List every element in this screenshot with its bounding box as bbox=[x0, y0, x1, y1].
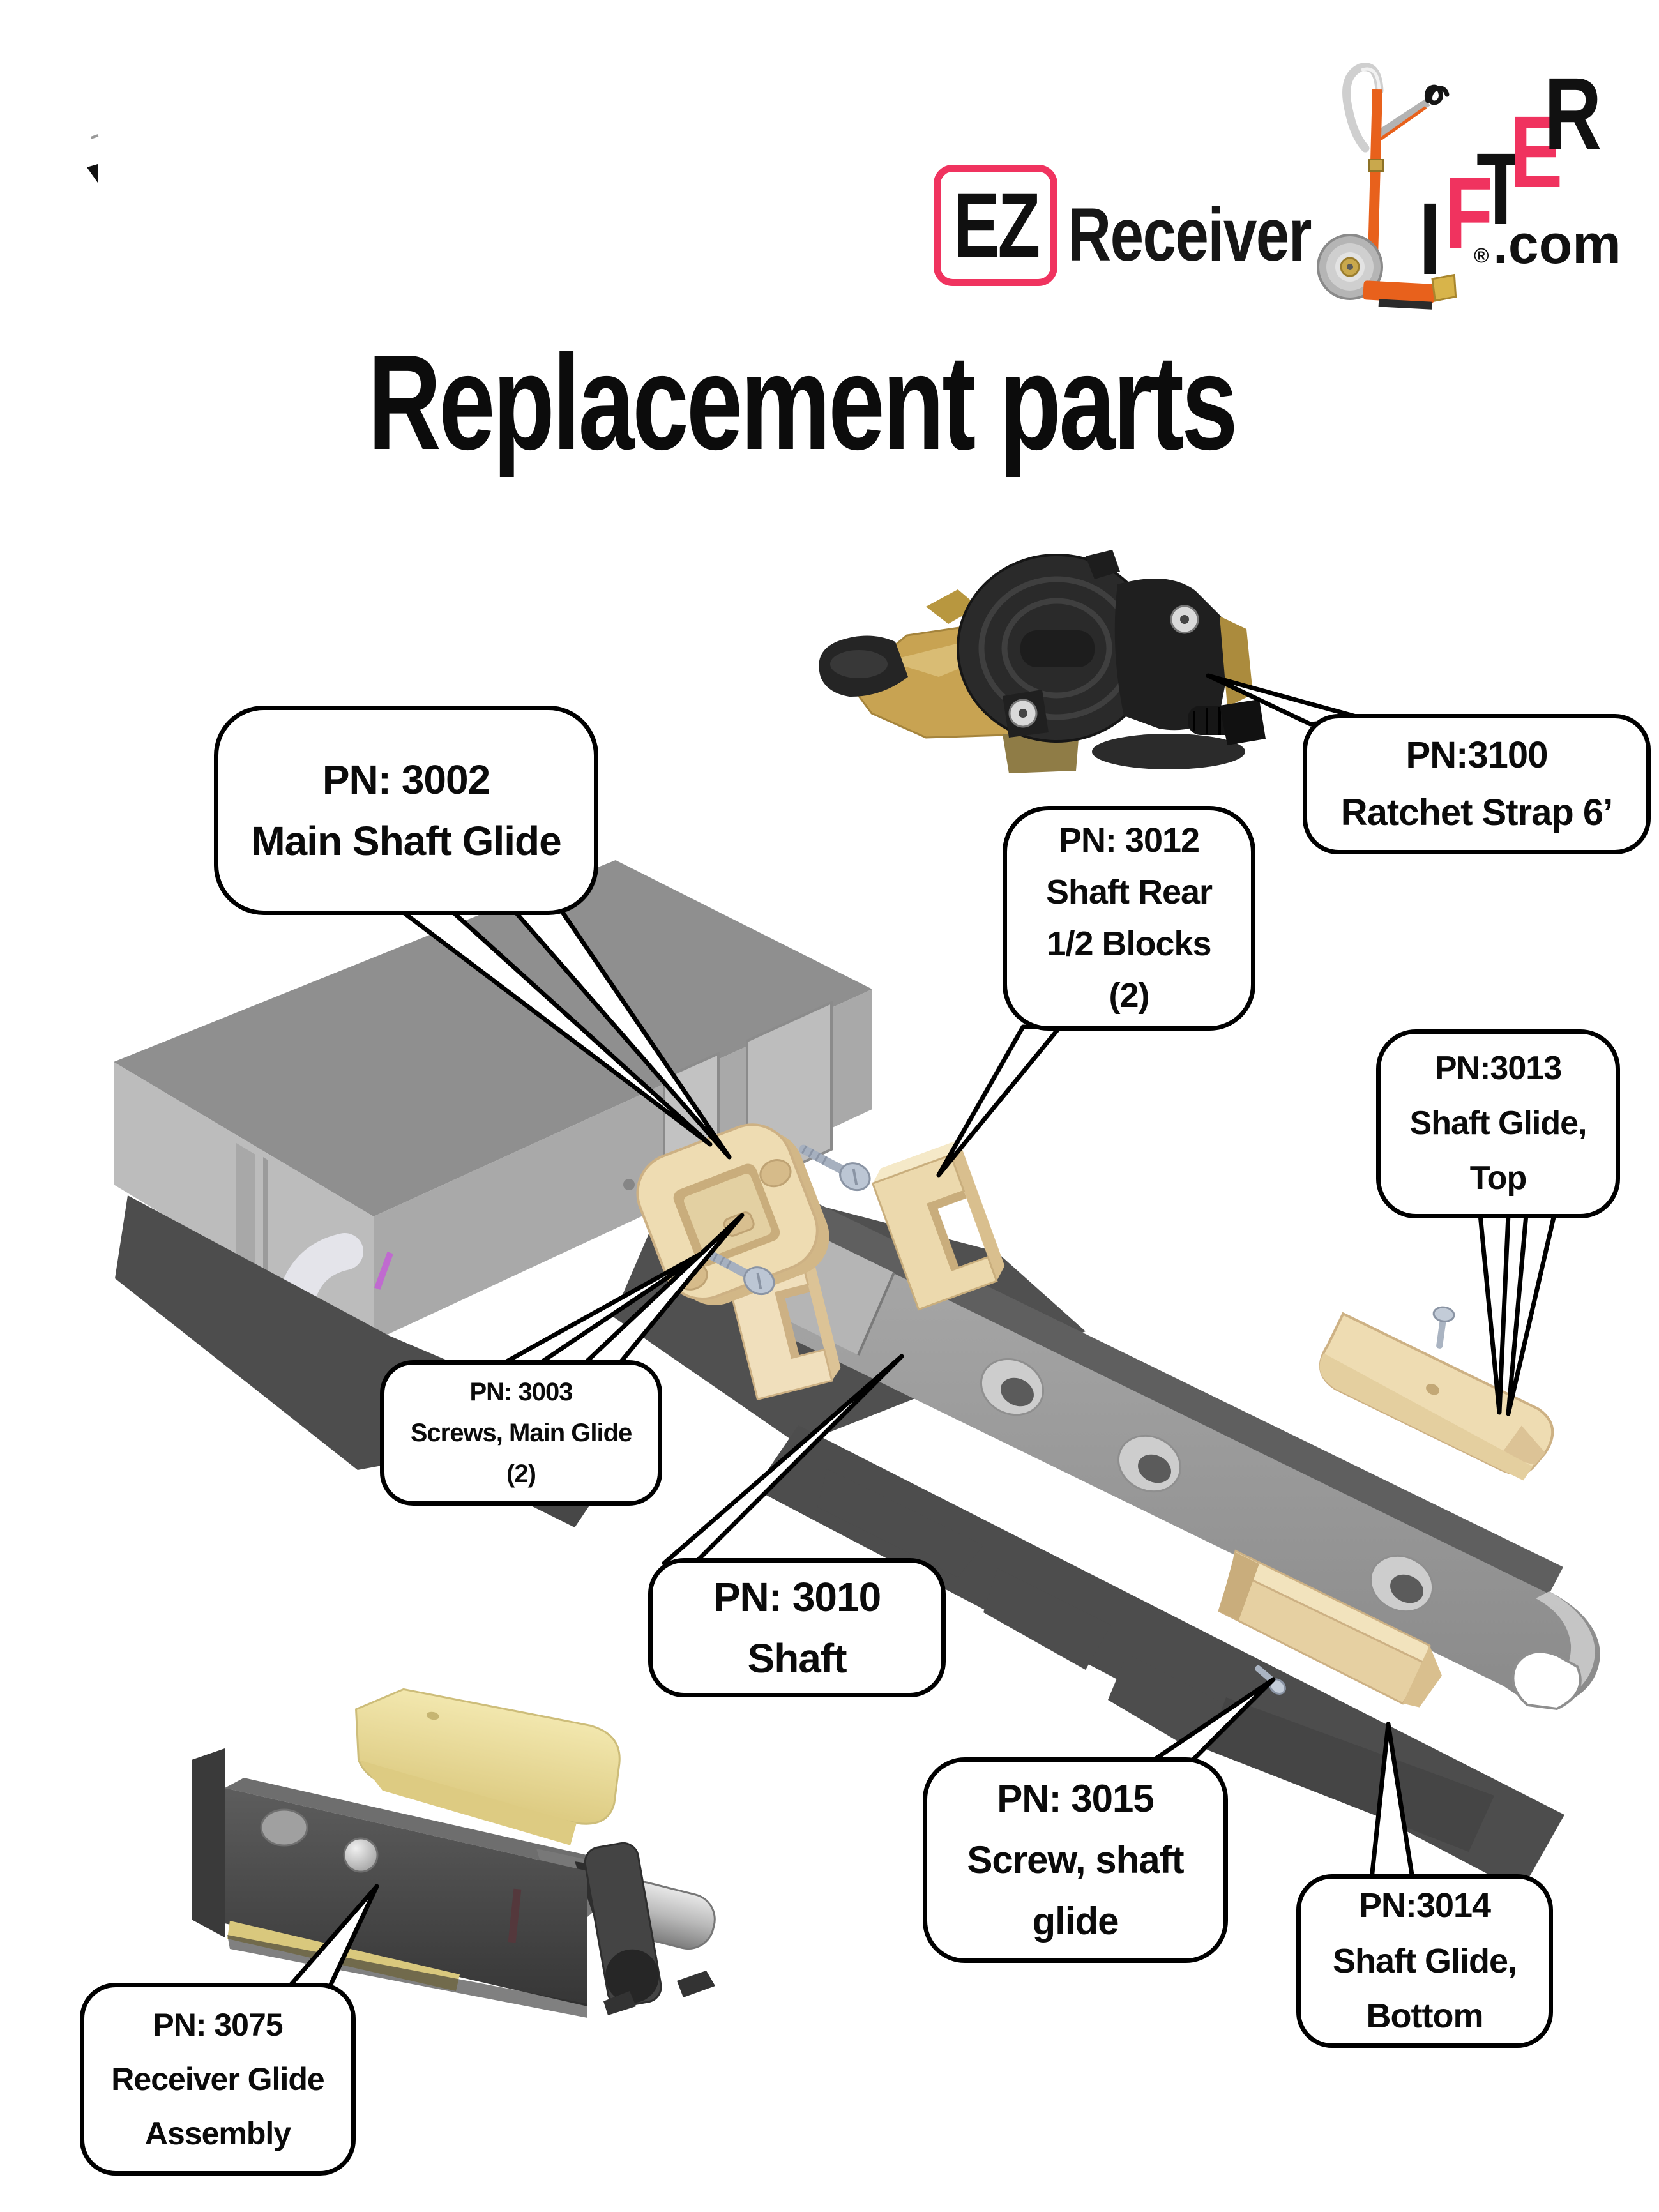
main-glide-screw bbox=[703, 1248, 775, 1296]
receiver-end-plate bbox=[584, 1842, 662, 2008]
registered-mark: ® bbox=[1474, 244, 1489, 267]
callout-line: PN: 3075 bbox=[153, 2006, 283, 2043]
callout-line: PN:3013 bbox=[1434, 1050, 1562, 1087]
callout-line: PN: 3015 bbox=[997, 1777, 1154, 1820]
logo-lifter-letter-t: T bbox=[1476, 132, 1526, 246]
callout-line: PN: 3003 bbox=[469, 1378, 573, 1406]
logo-lifter-letter-f: F bbox=[1444, 156, 1494, 270]
receiver-glide-assembly bbox=[192, 1688, 716, 2018]
callout-line: PN: 3010 bbox=[713, 1574, 881, 1620]
callout-line: Top bbox=[1469, 1159, 1527, 1197]
logo-ez-badge: EZ bbox=[934, 165, 1057, 286]
shaft-hole bbox=[1369, 1554, 1434, 1613]
hand-truck-icon bbox=[1317, 63, 1457, 310]
shaft-hole bbox=[1117, 1434, 1182, 1493]
stray-mark bbox=[87, 134, 99, 183]
logo-ez-text: EZ bbox=[953, 174, 1040, 276]
callout-pn3075-receiver-glide-assembly: PN: 3075 Receiver Glide Assembly bbox=[80, 1983, 356, 2176]
callout-pn3100-ratchet-strap: PN:3100 Ratchet Strap 6’ bbox=[1303, 714, 1651, 854]
callout-leaders bbox=[286, 673, 1557, 1990]
callout-pn3014-shaft-glide-bottom: PN:3014 Shaft Glide, Bottom bbox=[1296, 1874, 1553, 2048]
shaft-rear-half-block-right bbox=[871, 1140, 1005, 1311]
callout-line: Receiver Glide bbox=[111, 2061, 324, 2097]
callout-line: Shaft Glide, bbox=[1409, 1105, 1587, 1142]
logo-domain-suffix: .com bbox=[1493, 214, 1621, 275]
receiver-pad bbox=[354, 1688, 621, 1845]
shaft-glide-bottom bbox=[1218, 1549, 1443, 1708]
callout-line: Assembly bbox=[144, 2115, 291, 2151]
shaft-glide-top bbox=[1319, 1312, 1554, 1481]
callout-line: Ratchet Strap 6’ bbox=[1340, 792, 1614, 833]
page-title: Replacement parts bbox=[368, 326, 1238, 478]
callout-line: Screw, shaft bbox=[967, 1838, 1184, 1881]
callout-line: PN:3014 bbox=[1358, 1886, 1491, 1925]
callout-line: PN: 3002 bbox=[322, 757, 490, 803]
callout-pn3010-shaft: PN: 3010 Shaft bbox=[648, 1558, 946, 1697]
callout-line: (2) bbox=[1109, 976, 1150, 1015]
callout-line: Screws, Main Glide bbox=[410, 1419, 633, 1447]
logo-receiver-text: Receiver bbox=[1068, 193, 1312, 277]
main-glide-screw bbox=[799, 1144, 871, 1192]
logo-lifter-letter-e: E bbox=[1510, 95, 1563, 209]
shaft-part bbox=[743, 1195, 1600, 1711]
logo-lifter-letter-r: R bbox=[1544, 56, 1602, 170]
logo-lifter-letter-i: I bbox=[1419, 181, 1441, 296]
callout-line: PN: 3012 bbox=[1058, 821, 1200, 860]
callout-line: 1/2 Blocks bbox=[1047, 925, 1211, 963]
callout-pn3002-main-shaft-glide: PN: 3002 Main Shaft Glide bbox=[214, 706, 598, 915]
callout-line: Shaft Rear bbox=[1045, 873, 1213, 911]
callout-line: Shaft bbox=[747, 1635, 847, 1681]
callout-pn3015-screw-shaft-glide: PN: 3015 Screw, shaft glide bbox=[923, 1757, 1228, 1963]
callout-pn3013-shaft-glide-top: PN:3013 Shaft Glide, Top bbox=[1376, 1029, 1620, 1218]
callout-line: Shaft Glide, bbox=[1332, 1941, 1517, 1980]
callout-pn3012-shaft-rear-half-blocks: PN: 3012 Shaft Rear 1/2 Blocks (2) bbox=[1003, 806, 1255, 1031]
callout-pn3003-screws-main-glide: PN: 3003 Screws, Main Glide (2) bbox=[380, 1360, 662, 1506]
callout-line: Bottom bbox=[1366, 1997, 1484, 2036]
callout-line: PN:3100 bbox=[1405, 734, 1549, 776]
callout-line: glide bbox=[1032, 1900, 1119, 1943]
callout-line: Main Shaft Glide bbox=[251, 818, 561, 864]
shaft-hole bbox=[980, 1358, 1045, 1416]
ratchet-strap-photo bbox=[819, 550, 1266, 773]
shaft-glide-top-screw bbox=[1432, 1306, 1455, 1349]
callout-line: (2) bbox=[506, 1460, 536, 1488]
